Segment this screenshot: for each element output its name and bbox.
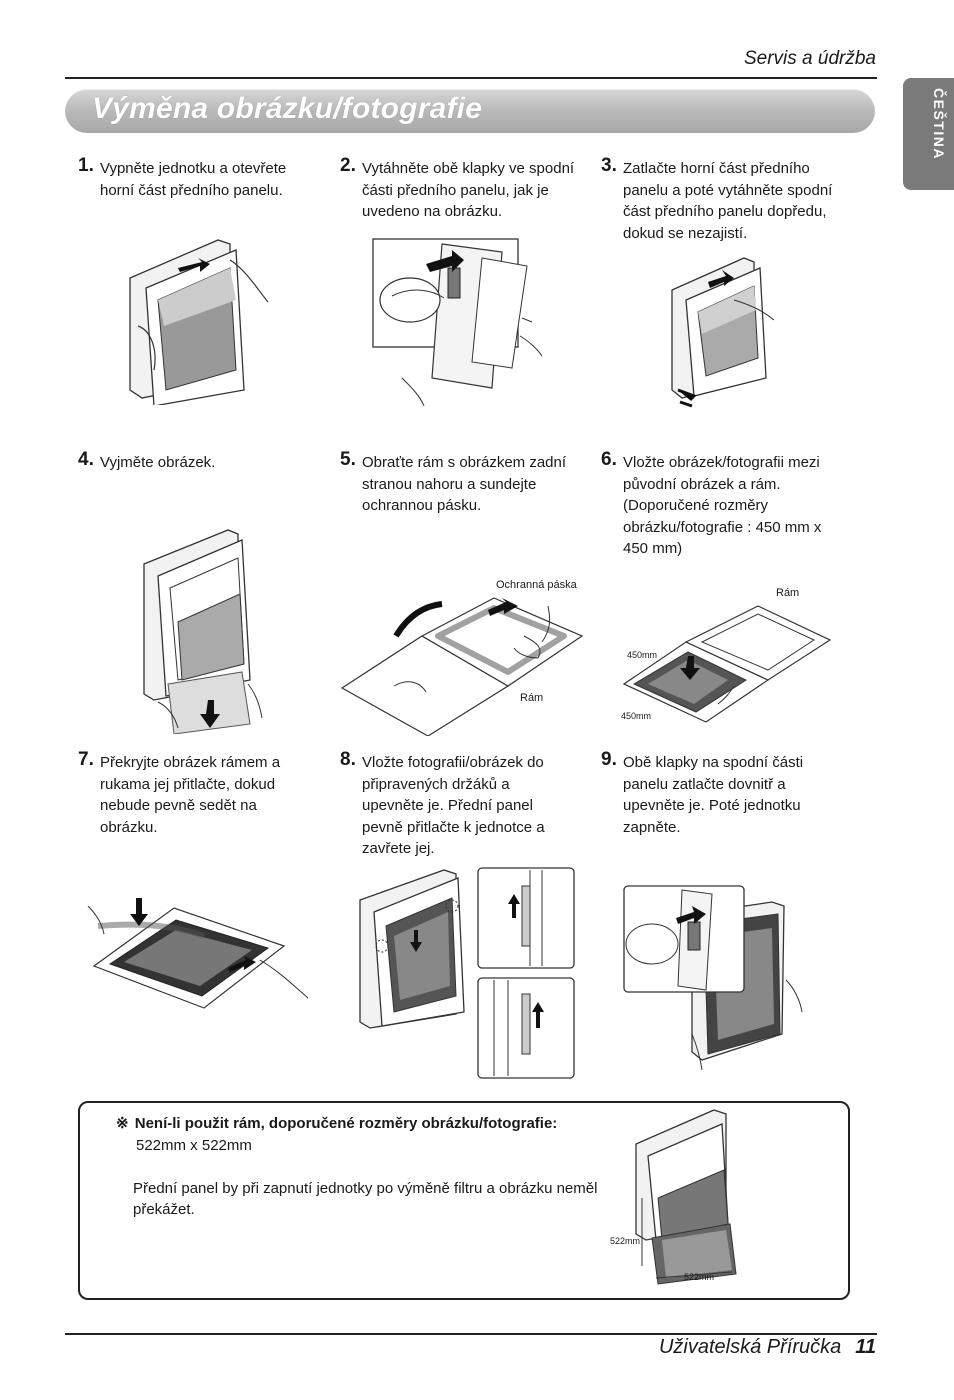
step-text: Vytáhněte obě klapky ve spodní části pře… [362, 160, 575, 220]
illustration-step-9 [623, 885, 803, 1071]
step-number: 8. [340, 749, 356, 770]
note-text: Přední panel by při zapnutí jednotky po … [133, 1180, 598, 1218]
note-title: Není-li použit rám, doporučené rozměry o… [134, 1115, 558, 1132]
step-text: Vypněte jednotku a otevřete horní část p… [100, 160, 287, 199]
caption-dim-450-b: 450mm [621, 711, 652, 721]
caption-frame-5: Rám [520, 692, 544, 704]
step-number: 6. [601, 449, 617, 470]
step-7: 7. Překryjte obrázek rámem a rukama jej … [78, 749, 313, 838]
step-number: 2. [340, 155, 356, 176]
language-tab-label: ČEŠTINA [931, 88, 947, 160]
step-number: 5. [340, 449, 356, 470]
caption-frame-6: Rám [776, 587, 800, 599]
note-heading: ※ Není-li použit rám, doporučené rozměry… [116, 1114, 557, 1132]
caption-dim-522-b: 522mm [684, 1272, 715, 1282]
step-3: 3. Zatlačte horní část předního panelu a… [601, 155, 836, 244]
step-number: 3. [601, 155, 617, 176]
footer-manual-title: Uživatelská Příručka [658, 1336, 842, 1358]
step-number: 4. [78, 449, 94, 470]
step-text: Překryjte obrázek rámem a rukama jej při… [100, 754, 281, 836]
illustration-step-6 [622, 605, 832, 723]
step-8: 8. Vložte fotografii/obrázek do připrave… [340, 749, 575, 860]
step-9: 9. Obě klapky na spodní části panelu zat… [601, 749, 836, 838]
illustration-step-3 [671, 257, 775, 408]
illustration-step-2 [372, 238, 543, 407]
page-title: Výměna obrázku/fotografie [92, 92, 483, 125]
step-number: 9. [601, 749, 617, 770]
note-box [78, 1101, 850, 1300]
language-tab [903, 78, 954, 190]
top-rule [65, 77, 877, 79]
step-1: 1. Vypněte jednotku a otevřete horní čás… [78, 155, 313, 201]
illustration-step-7 [87, 898, 309, 1009]
illustration-step-8 [359, 867, 575, 1079]
step-text: Obraťte rám s obrázkem zadní stranou nah… [362, 454, 567, 514]
note-size: 522mm x 522mm [136, 1137, 252, 1154]
step-4: 4. Vyjměte obrázek. [78, 449, 313, 474]
caption-dim-522-a: 522mm [610, 1236, 641, 1246]
bottom-rule [65, 1333, 877, 1335]
step-number: 1. [78, 155, 94, 176]
illustration-step-5 [340, 597, 584, 736]
step-text: Vložte obrázek/fotografii mezi původní o… [623, 454, 822, 557]
step-text: Vyjměte obrázek. [100, 454, 216, 471]
caption-protective-tape: Ochranná páska [496, 579, 577, 591]
step-6: 6. Vložte obrázek/fotografii mezi původn… [601, 449, 836, 560]
caption-dim-450-a: 450mm [627, 650, 658, 660]
step-text: Zatlačte horní část předního panelu a po… [623, 160, 833, 242]
step-number: 7. [78, 749, 94, 770]
step-5: 5. Obraťte rám s obrázkem zadní stranou … [340, 449, 575, 517]
illustration-step-4 [143, 529, 263, 734]
step-text: Vložte fotografii/obrázek do připravenýc… [362, 754, 545, 857]
page-number: 11 [855, 1336, 876, 1358]
illustration-note [635, 1109, 737, 1285]
illustration-step-1 [129, 239, 269, 405]
title-bar [65, 89, 875, 133]
section-header: Servis a údržba [743, 48, 876, 69]
footer: Uživatelská Příručka 11 [659, 1336, 876, 1359]
note-symbol: ※ [116, 1115, 129, 1132]
step-2: 2. Vytáhněte obě klapky ve spodní části … [340, 155, 575, 223]
step-text: Obě klapky na spodní části panelu zatlač… [623, 754, 804, 836]
